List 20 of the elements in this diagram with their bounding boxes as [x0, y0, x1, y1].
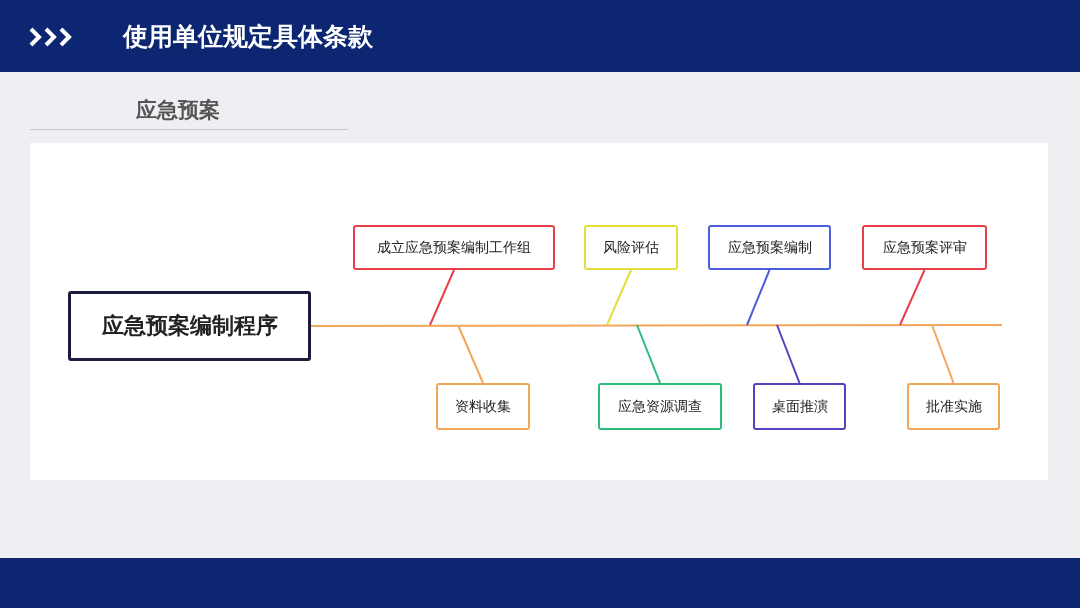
spine-line — [310, 324, 1003, 327]
branch-line — [899, 269, 926, 326]
step-box: 桌面推演 — [753, 383, 846, 430]
branch-line — [931, 324, 955, 384]
branch-line — [746, 269, 771, 326]
section-heading: 应急预案 — [136, 97, 220, 124]
step-box: 批准实施 — [907, 383, 1000, 430]
branch-line — [429, 269, 455, 326]
title-box: 应急预案编制程序 — [68, 291, 311, 361]
branch-line — [457, 324, 484, 384]
step-box: 应急预案评审 — [862, 225, 987, 270]
branch-line — [636, 324, 661, 384]
step-box: 成立应急预案编制工作组 — [353, 225, 555, 270]
step-box: 风险评估 — [584, 225, 678, 270]
step-box: 资料收集 — [436, 383, 530, 430]
step-box: 应急预案编制 — [708, 225, 831, 270]
branch-line — [776, 324, 801, 384]
page-title: 使用单位规定具体条款 — [123, 21, 373, 53]
branch-line — [606, 269, 632, 326]
step-box: 应急资源调查 — [598, 383, 722, 430]
